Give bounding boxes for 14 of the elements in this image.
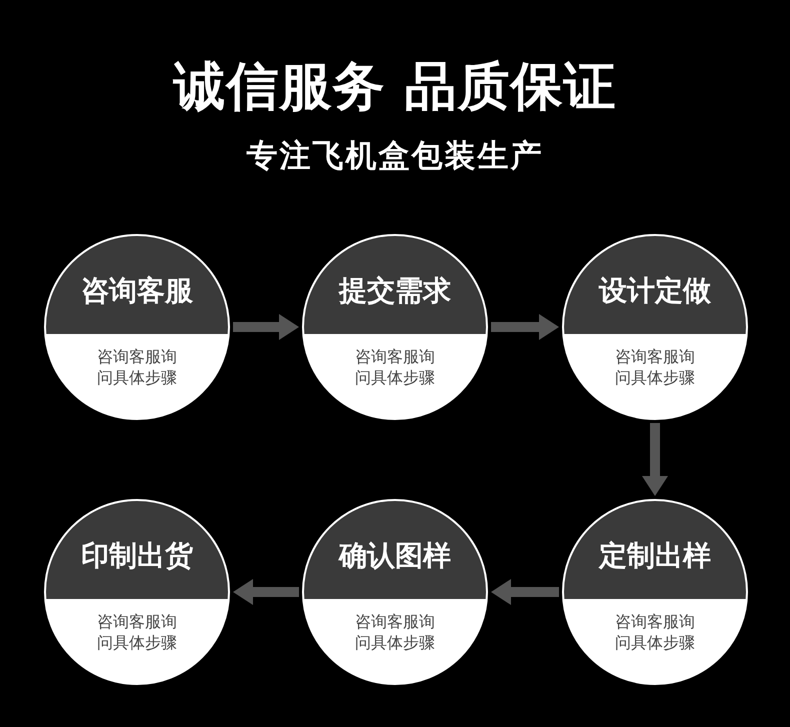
step-description: 咨询客服询问具体步骤 [354,346,436,388]
step-title: 定制出样 [599,538,711,574]
step-description: 咨询客服询问具体步骤 [614,611,696,654]
step-title: 确认图样 [339,538,451,574]
step-title: 设计定做 [599,273,711,310]
step-title: 提交需求 [339,273,451,310]
step-description: 咨询客服询问具体步骤 [96,346,178,388]
step-description: 咨询客服询问具体步骤 [96,611,178,654]
step-description: 咨询客服询问具体步骤 [354,611,436,654]
step-title: 咨询客服 [81,273,193,310]
subtitle: 专注飞机盒包装生产 [246,137,544,176]
step-title: 印制出货 [81,538,193,574]
title: 诚信服务 品质保证 [173,56,617,119]
step-description: 咨询客服询问具体步骤 [614,346,696,388]
